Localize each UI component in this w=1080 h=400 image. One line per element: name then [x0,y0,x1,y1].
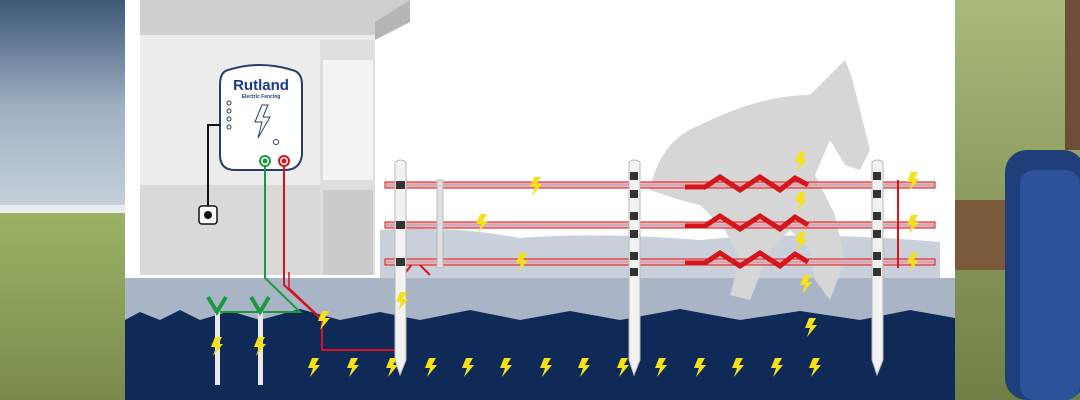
power-cable [207,124,220,210]
energiser-unit: Rutland Electric Fencing [219,64,303,171]
shock-zigzags [685,174,810,270]
fence-wires [384,180,936,268]
logo-tagline: Electric Fencing [242,94,281,100]
background-photo-right [950,0,1080,400]
ground [125,309,955,400]
insulators [396,172,881,276]
background-photo-left [0,0,130,400]
horse-silhouette [650,60,870,300]
lightning-logo-icon [254,104,271,139]
logo-brand: Rutland [233,77,289,94]
